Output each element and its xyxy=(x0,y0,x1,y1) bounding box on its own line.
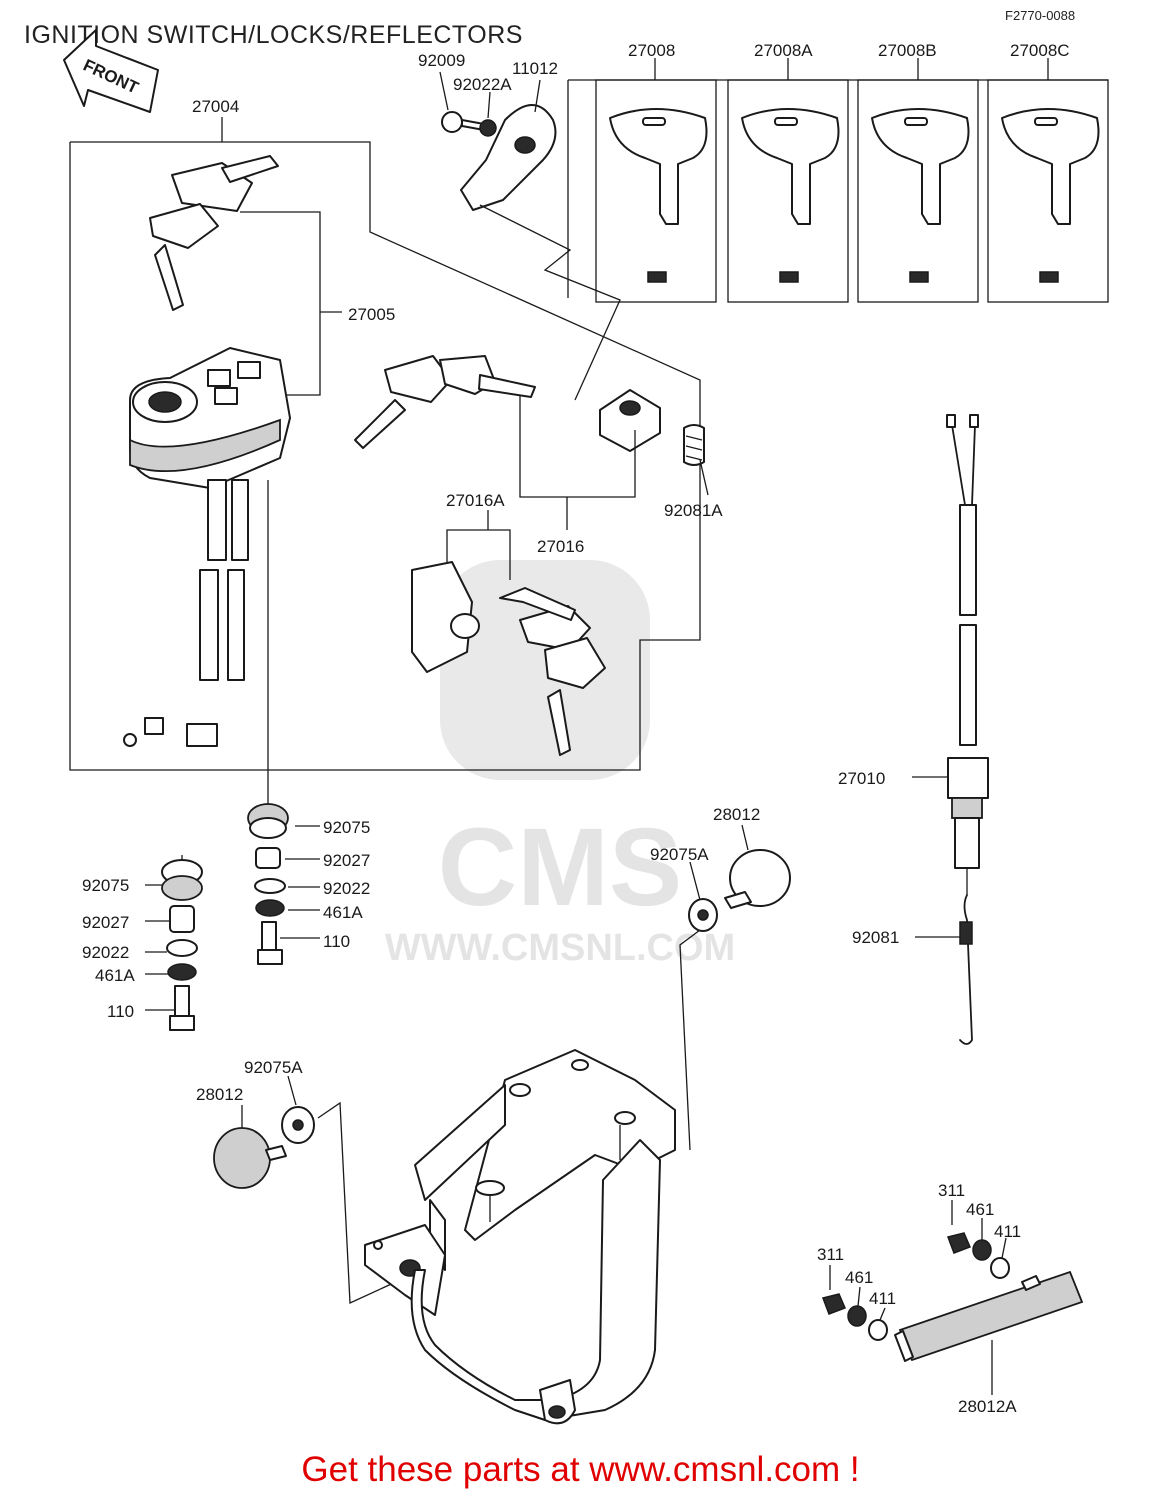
label-27005: 27005 xyxy=(348,305,395,324)
label-28012-upper: 28012 xyxy=(713,805,760,824)
key-27008C-icon xyxy=(1001,108,1100,283)
label-92075-center: 92075 xyxy=(323,818,370,837)
label-92075-left: 92075 xyxy=(82,876,129,895)
diagram-title: IGNITION SWITCH/LOCKS/REFLECTORS xyxy=(24,21,523,49)
key-27008-icon xyxy=(609,108,708,283)
label-28012A: 28012A xyxy=(958,1397,1017,1416)
label-27004: 27004 xyxy=(192,97,239,116)
diagram-code: F2770-0088 xyxy=(1005,8,1076,23)
footer-cta[interactable]: Get these parts at www.cmsnl.com ! xyxy=(301,1450,860,1489)
label-92022A: 92022A xyxy=(453,75,512,94)
part-labels: 27004 27005 92009 92022A 11012 27008 270… xyxy=(82,41,1070,1416)
reflector-28012-upper-icon xyxy=(679,824,791,1151)
label-411-upper: 411 xyxy=(994,1222,1021,1241)
label-27016: 27016 xyxy=(537,537,584,556)
label-92022-center: 92022 xyxy=(323,879,370,898)
ignition-switch-body-icon xyxy=(123,347,291,810)
label-411-lower: 411 xyxy=(869,1289,896,1308)
spare-keys-panels xyxy=(567,58,1109,303)
label-110-left: 110 xyxy=(107,1002,134,1021)
label-11012: 11012 xyxy=(512,59,558,78)
label-461-upper: 461 xyxy=(966,1200,994,1219)
watermark-url: WWW.CMSNL.COM xyxy=(385,927,735,969)
lock-cylinder-icon xyxy=(519,389,709,530)
key-27008A-icon xyxy=(741,108,840,283)
watermark-brand: CMS xyxy=(438,806,682,929)
label-461-lower: 461 xyxy=(845,1268,873,1287)
label-92081A: 92081A xyxy=(664,501,723,520)
label-461A-center: 461A xyxy=(323,903,363,922)
brake-switch-27010-icon xyxy=(912,414,989,1045)
key-set-27005-icon xyxy=(354,355,536,449)
fastener-stack-center-icon xyxy=(247,803,320,965)
fastener-stack-left-icon xyxy=(145,855,203,1031)
label-27016A: 27016A xyxy=(446,491,505,510)
label-27008A: 27008A xyxy=(754,41,813,60)
mounting-bracket-icon xyxy=(364,1049,676,1425)
lock-plate-11012-icon xyxy=(439,71,621,401)
label-92027-center: 92027 xyxy=(323,851,370,870)
label-28012-lower: 28012 xyxy=(196,1085,243,1104)
reflector-28012A-icon xyxy=(822,1200,1084,1395)
label-92027-left: 92027 xyxy=(82,913,129,932)
assembly-box-27004 xyxy=(69,117,701,771)
label-92075A-upper: 92075A xyxy=(650,845,709,864)
label-92009: 92009 xyxy=(418,51,465,70)
label-311-upper: 311 xyxy=(938,1181,965,1200)
label-92075A-lower: 92075A xyxy=(244,1058,303,1077)
label-92022-left: 92022 xyxy=(82,943,129,962)
cms-watermark: CMS WWW.CMSNL.COM xyxy=(385,560,735,969)
helmet-lock-27016A-icon xyxy=(411,510,606,756)
reflector-28012-lower-icon xyxy=(213,1075,401,1304)
label-27010: 27010 xyxy=(838,769,885,788)
label-311-lower: 311 xyxy=(817,1245,844,1264)
label-27008B: 27008B xyxy=(878,41,937,60)
label-27008C: 27008C xyxy=(1010,41,1070,60)
label-27008: 27008 xyxy=(628,41,675,60)
label-461A-left: 461A xyxy=(95,966,135,985)
label-110-center: 110 xyxy=(323,932,350,951)
ignition-key-pair-icon xyxy=(149,155,279,311)
label-92081: 92081 xyxy=(852,928,899,947)
front-arrow-icon: FRONT xyxy=(63,29,159,113)
key-27008B-icon xyxy=(871,108,970,283)
